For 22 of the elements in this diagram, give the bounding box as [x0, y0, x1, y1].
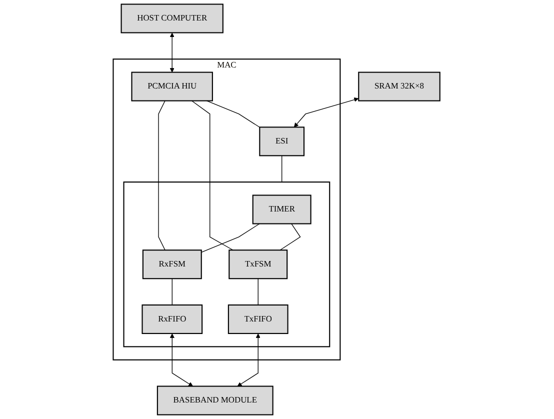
node-box: HOST COMPUTER	[121, 4, 224, 34]
node-box: SRAM 32K×8	[358, 72, 441, 102]
connector	[201, 223, 260, 253]
arrow	[238, 334, 261, 386]
node-box: RxFSM	[142, 250, 202, 280]
connector	[258, 278, 259, 306]
connector	[158, 100, 166, 250]
node-box: RxFIFO	[142, 304, 204, 334]
arrow	[170, 32, 175, 73]
cluster	[124, 182, 331, 348]
node-box: PCMCIA HIU	[132, 72, 214, 102]
node-box: BASEBAND MODULE	[157, 386, 274, 416]
node-box: ESI	[260, 126, 305, 156]
connector	[172, 278, 173, 306]
node-box: TxFIFO	[228, 304, 289, 334]
arrow	[294, 97, 360, 128]
connector	[206, 100, 260, 128]
node-box: TxFSM	[229, 250, 288, 280]
arrow	[170, 334, 194, 386]
connector	[282, 155, 283, 182]
connector	[192, 100, 234, 250]
node-box: TIMER	[252, 194, 312, 224]
